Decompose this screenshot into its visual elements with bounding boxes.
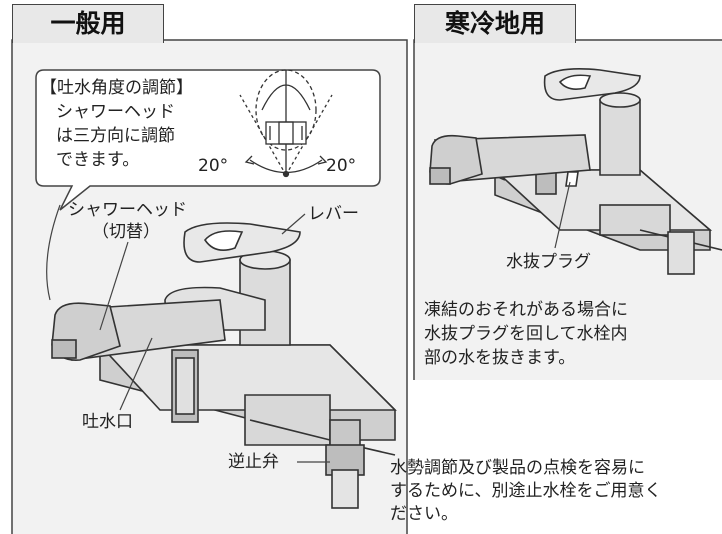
general-title: 一般用 (12, 4, 164, 43)
label-check-valve: 逆止弁 (228, 452, 279, 472)
callout-bubble (35, 69, 381, 211)
label-drain-plug: 水抜プラグ (506, 252, 591, 272)
general-leaders (99, 213, 330, 463)
label-switch: （切替） (92, 222, 160, 242)
general-note-line-2: するために、別途止水栓をご用意く (390, 481, 662, 501)
general-panel-frame (11, 39, 408, 534)
cold-note-line-1: 凍結のおそれがある場合に (424, 300, 628, 320)
drain-plug-leader (554, 181, 571, 249)
cold-note-line-2: 水抜プラグを回して水栓内 (424, 324, 628, 344)
callout-heading: 【吐水角度の調節】 (40, 78, 193, 98)
cold-note-line-3: 部の水を抜きます。 (424, 348, 576, 368)
label-shower-head: シャワーヘッド (68, 200, 187, 220)
cold-faucet (429, 68, 722, 275)
angle-diagram (239, 69, 333, 178)
general-faucet (51, 222, 397, 509)
angle-right-label: 20° (326, 156, 357, 176)
general-note-line-3: ださい。 (390, 504, 458, 524)
label-spout: 吐水口 (82, 412, 133, 432)
shower-head-leader (46, 204, 61, 301)
general-note-line-1: 水勢調節及び製品の点検を容易に (390, 458, 645, 478)
callout-line-3: できます。 (56, 150, 140, 170)
angle-left-label: 20° (198, 156, 229, 176)
cold-title: 寒冷地用 (414, 4, 576, 43)
label-lever: レバー (308, 204, 359, 224)
callout-line-1: シャワーヘッド (56, 102, 175, 122)
callout-line-2: は三方向に調節 (56, 126, 175, 146)
